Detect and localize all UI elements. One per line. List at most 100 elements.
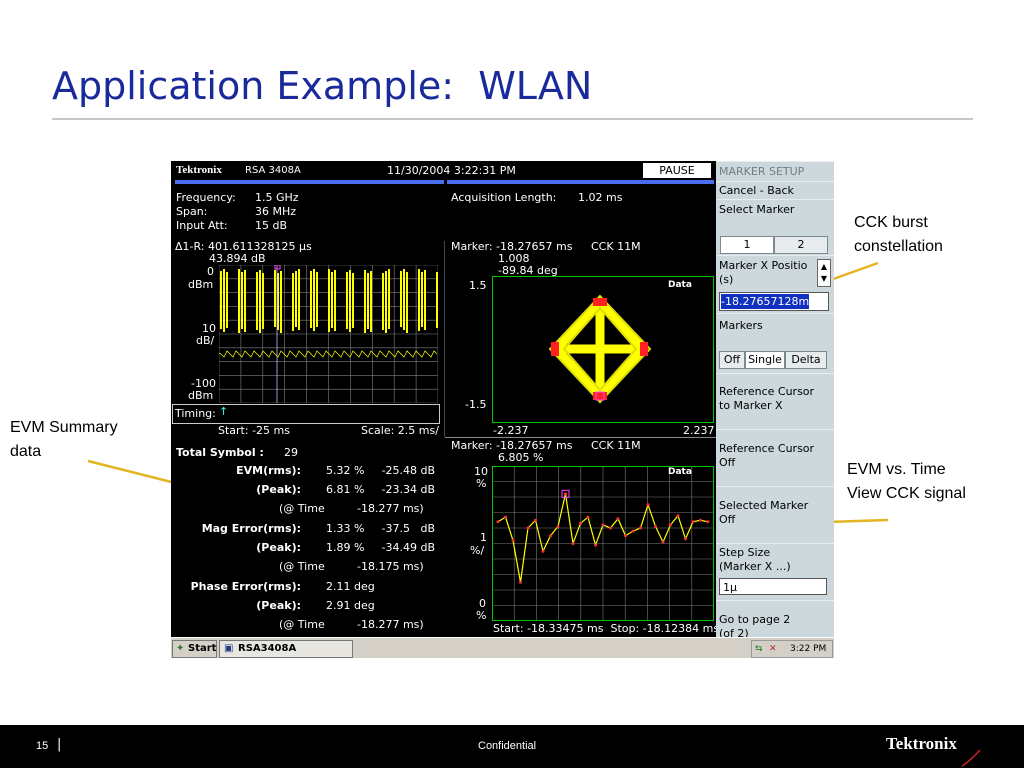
evm-point xyxy=(676,514,680,518)
markers-delta-button[interactable]: Delta xyxy=(785,351,827,369)
marker-2-button[interactable]: 2 xyxy=(774,236,828,254)
marker-x-position-label: Marker X Positio xyxy=(719,259,808,272)
cancel-back-button[interactable]: Cancel - Back xyxy=(716,181,834,201)
title-divider xyxy=(52,118,973,120)
summary-row-label: (@ Time xyxy=(279,618,325,631)
constellation-y-top: 1.5 xyxy=(469,279,487,292)
timing-marker-icon: ↑ xyxy=(219,405,229,418)
evm-grid xyxy=(492,466,714,621)
menu-title: MARKER SETUP xyxy=(716,161,834,183)
constellation-plot xyxy=(492,276,714,423)
summary-row-value-2: -18.175 ms) xyxy=(357,560,424,573)
constellation-magnitude: 1.008 xyxy=(498,252,530,265)
delta-marker-readout: Δ1-R: 401.611328125 µs xyxy=(175,240,312,253)
constellation-x-left: -2.237 xyxy=(493,424,529,437)
evm-point xyxy=(556,524,560,528)
acquisition-length-label: Acquisition Length: xyxy=(451,191,557,204)
delta-marker-db: 43.894 dB xyxy=(209,252,266,265)
summary-row-label: (Peak): xyxy=(256,541,301,554)
taskbar-rsa3408a-button[interactable]: ▣ RSA3408A xyxy=(219,640,353,658)
summary-row-value-2: -23.34 dB xyxy=(381,483,436,496)
ref-off-label-1: Reference Cursor xyxy=(719,442,815,455)
app-window-icon: ▣ xyxy=(224,643,234,654)
volume-muted-icon[interactable]: ✕ xyxy=(769,644,777,654)
marker-x-value: -18.27657128m xyxy=(721,294,810,309)
spinner-down-icon[interactable]: ▼ xyxy=(820,274,828,283)
summary-row-label: (Peak): xyxy=(256,599,301,612)
markers-single-button[interactable]: Single xyxy=(745,351,785,369)
spectrum-y-mid: 10 xyxy=(202,322,216,335)
marker-x-position-section: Marker X Positio (s) ▲ ▼ -18.27657128m xyxy=(716,255,834,315)
slide-footer: 15 | Confidential Tektronix xyxy=(0,725,1024,768)
callout-evm-time: EVM vs. Time View CCK signal xyxy=(847,461,966,502)
constellation-data-label: Data xyxy=(668,280,692,290)
evm-point xyxy=(699,518,702,522)
summary-row-label: (Peak): xyxy=(256,483,301,496)
go-to-page-2-button[interactable]: Go to page 2 (of 2) xyxy=(716,600,834,639)
summary-row-label: Phase Error(rms): xyxy=(190,580,301,593)
acquisition-length-value: 1.02 ms xyxy=(578,191,623,204)
evm-time-marker-readout: Marker: -18.27657 ms xyxy=(451,439,573,452)
total-symbol-label: Total Symbol : xyxy=(176,446,264,459)
summary-row-value-2: -18.277 ms) xyxy=(357,618,424,631)
evm-point xyxy=(511,538,515,542)
spectrum-y-bot-unit: dBm xyxy=(188,389,214,402)
taskbar-clock: 3:22 PM xyxy=(790,644,827,654)
summary-row-label: (@ Time xyxy=(279,560,325,573)
constellation-mode: CCK 11M xyxy=(591,240,641,253)
evm-point xyxy=(601,523,605,527)
evm-time-plot xyxy=(492,466,714,621)
evm-point xyxy=(661,540,665,544)
footer-confidential: Confidential xyxy=(478,740,537,752)
evm-point xyxy=(519,580,522,584)
go-to-page-label: Go to page 2 xyxy=(719,613,791,626)
evm-time-mode: CCK 11M xyxy=(591,439,641,452)
evm-point xyxy=(571,542,575,545)
instrument-screen: Tektronix RSA 3408A 11/30/2004 3:22:31 P… xyxy=(171,161,834,658)
pause-button[interactable]: PAUSE xyxy=(643,163,711,178)
spinner-up-icon[interactable]: ▲ xyxy=(820,262,828,271)
network-icon[interactable]: ⇆ xyxy=(755,644,763,654)
step-size-sub-label: (Marker X ...) xyxy=(719,560,791,573)
evm-point xyxy=(496,520,500,524)
brand-logo: Tektronix xyxy=(176,164,222,176)
select-marker-label: Select Marker xyxy=(719,203,795,216)
marker-x-unit-label: (s) xyxy=(719,273,734,286)
model-label: RSA 3408A xyxy=(245,165,301,176)
taskbar-task-label: RSA3408A xyxy=(238,643,297,654)
summary-row-value-1: 5.32 % xyxy=(326,464,365,477)
evm-point xyxy=(534,518,537,522)
spectrum-start: Start: -25 ms xyxy=(218,424,290,437)
datetime-label: 11/30/2004 3:22:31 PM xyxy=(387,164,516,177)
selected-marker-off-button[interactable]: Selected Marker Off xyxy=(716,486,834,545)
summary-row-value-2: -37.5 dB xyxy=(381,522,435,535)
evm-point xyxy=(526,526,530,530)
summary-row-value-2: -34.49 dB xyxy=(381,541,436,554)
page-number: 15 xyxy=(36,740,49,752)
start-button[interactable]: ✦ Start xyxy=(172,640,217,658)
summary-row-label: (@ Time xyxy=(279,502,325,515)
evm-y-mid-unit: %/ xyxy=(470,544,485,557)
evm-point xyxy=(549,534,552,538)
summary-row-value-1: 1.89 % xyxy=(326,541,365,554)
constellation-scatter xyxy=(548,294,652,404)
markers-off-button[interactable]: Off xyxy=(719,351,745,369)
evm-point xyxy=(639,526,642,530)
span-value: 36 MHz xyxy=(255,205,297,218)
windows-taskbar: ✦ Start ▣ RSA3408A ⇆ ✕ 3:22 PM xyxy=(171,637,834,658)
constellation-symbols xyxy=(551,298,648,400)
evm-point xyxy=(541,549,545,553)
spectrum-y-bot: -100 xyxy=(191,377,216,390)
step-size-input[interactable]: 1µ xyxy=(719,578,827,595)
step-size-label: Step Size xyxy=(719,546,771,559)
evm-y-bot: 0 xyxy=(479,597,486,610)
summary-row-value-1: 2.11 deg xyxy=(326,580,375,593)
total-symbol-value: 29 xyxy=(284,446,298,459)
marker-x-spinner[interactable]: ▲ ▼ xyxy=(817,259,831,287)
marker-x-input[interactable]: -18.27657128m xyxy=(719,292,829,311)
evm-y-top-unit: % xyxy=(476,477,487,490)
reference-cursor-off-button[interactable]: Reference Cursor Off xyxy=(716,429,834,488)
reference-cursor-to-marker-button[interactable]: Reference Cursor to Marker X xyxy=(716,373,834,431)
spectrum-trace-floor xyxy=(219,350,438,358)
marker-1-button[interactable]: 1 xyxy=(720,236,774,254)
